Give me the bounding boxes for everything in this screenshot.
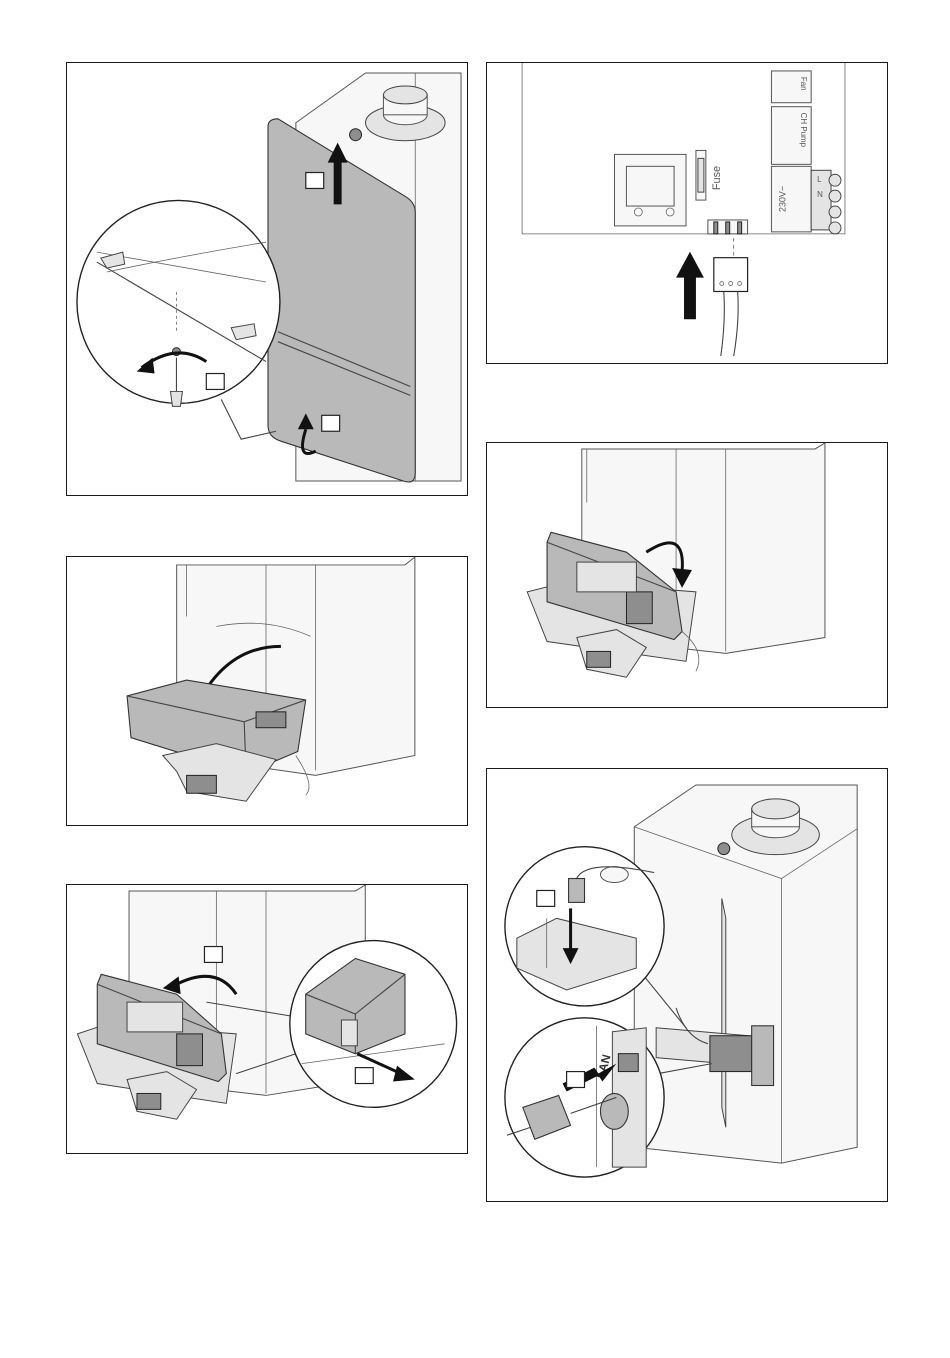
callout-box-1 bbox=[204, 947, 222, 963]
mains-label: 230V~ bbox=[777, 186, 787, 212]
callout-box-3 bbox=[206, 374, 224, 390]
figure-lan-connection: LAN bbox=[486, 768, 888, 1202]
plug-connector bbox=[714, 258, 748, 292]
control-box-rotate-illustration bbox=[487, 443, 887, 707]
figure-control-box-down bbox=[66, 556, 468, 826]
control-box-release-illustration bbox=[67, 885, 467, 1153]
detail-magnifier bbox=[77, 200, 280, 403]
fuse-label: Fuse bbox=[711, 166, 723, 190]
insert-up-arrow-icon bbox=[676, 252, 704, 320]
wiring-board-illustration: Fuse Fan CH Pump 230V~ L N bbox=[487, 63, 887, 363]
figure-control-box-rotate bbox=[486, 442, 888, 708]
figure-wiring-board: Fuse Fan CH Pump 230V~ L N bbox=[486, 62, 888, 364]
callout-box-2 bbox=[567, 1072, 585, 1088]
terminal-l-label: L bbox=[817, 175, 822, 184]
figure-control-box-release bbox=[66, 884, 468, 1154]
callout-box-1 bbox=[306, 173, 324, 189]
callout-box-1 bbox=[537, 890, 555, 906]
control-box-down-illustration bbox=[67, 557, 467, 825]
figure-front-cover bbox=[66, 62, 468, 496]
lan-connection-illustration: LAN bbox=[487, 769, 887, 1201]
callout-box-2 bbox=[322, 415, 340, 431]
fan-label: Fan bbox=[799, 77, 808, 91]
ch-pump-label: CH Pump bbox=[799, 113, 808, 148]
callout-box-2 bbox=[355, 1068, 373, 1084]
front-cover-illustration bbox=[67, 63, 467, 495]
terminal-n-label: N bbox=[817, 190, 823, 199]
